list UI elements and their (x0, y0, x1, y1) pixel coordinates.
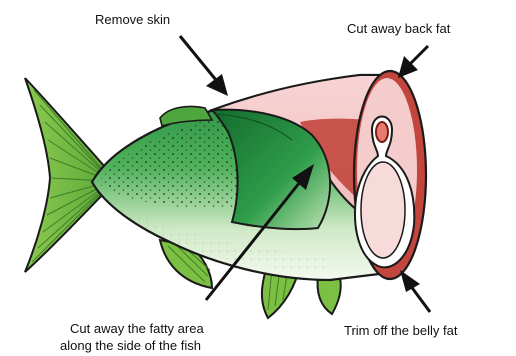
cross-section (354, 71, 426, 279)
spinal-cord (376, 122, 388, 142)
label-side-fat-line2: along the side of the fish (60, 338, 201, 353)
arrow-back-fat (398, 46, 428, 78)
label-side-fat-line1: Cut away the fatty area (70, 321, 204, 336)
arrow-remove-skin (180, 36, 228, 96)
label-back-fat: Cut away back fat (347, 21, 451, 36)
label-remove-skin: Remove skin (95, 12, 170, 27)
arrow-belly-fat (400, 270, 430, 312)
label-belly-fat: Trim off the belly fat (344, 323, 458, 338)
